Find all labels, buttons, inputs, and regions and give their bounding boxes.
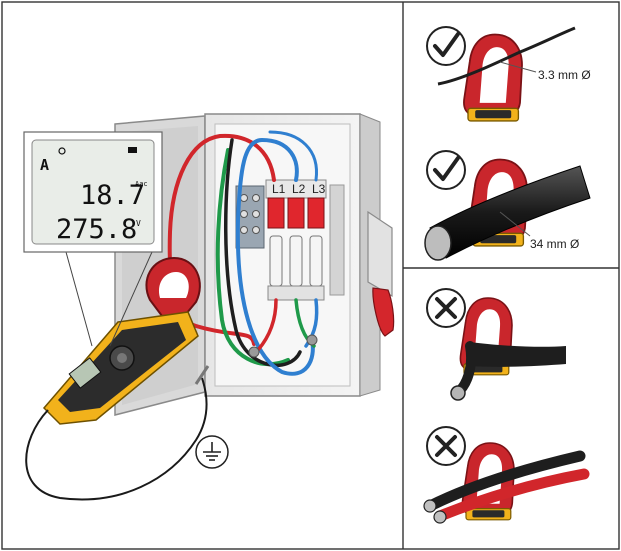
- mode-symbol: A: [40, 156, 49, 174]
- black-cable: [470, 342, 566, 367]
- callout-line: [66, 252, 92, 346]
- check-icon: [427, 151, 465, 189]
- label-3-3-mm: 3.3 mm Ø: [538, 68, 591, 82]
- panel-incorrect-two-conductors: [424, 427, 584, 523]
- fuse-block: L1 L2 L3: [266, 180, 326, 300]
- meter-display-callout: A 18.7 Aac 275.8 V: [24, 132, 162, 252]
- reading-secondary-unit: V: [136, 219, 141, 228]
- fuse-label-l1: L1: [272, 182, 286, 196]
- neutral-terminal: [307, 335, 317, 345]
- fuse-label-l3: L3: [312, 182, 326, 196]
- ground-terminal: [249, 347, 259, 357]
- reading-primary-unit: Aac: [135, 180, 148, 188]
- panel-incorrect-offset-cable: [427, 289, 566, 400]
- panel-correct-thin-wire: 3.3 mm Ø: [427, 27, 591, 121]
- battery-icon: [128, 147, 137, 153]
- clamp-jaw: [464, 35, 522, 121]
- label-34-mm: 34 mm Ø: [530, 237, 579, 251]
- reading-secondary: 275.8: [56, 214, 137, 245]
- cross-icon: [427, 427, 465, 465]
- cross-icon: [427, 289, 465, 327]
- fuse-label-l2: L2: [292, 182, 306, 196]
- ground-icon: [196, 436, 228, 468]
- check-icon: [427, 27, 465, 65]
- panel-correct-thick-cable: 34 mm Ø: [425, 151, 590, 260]
